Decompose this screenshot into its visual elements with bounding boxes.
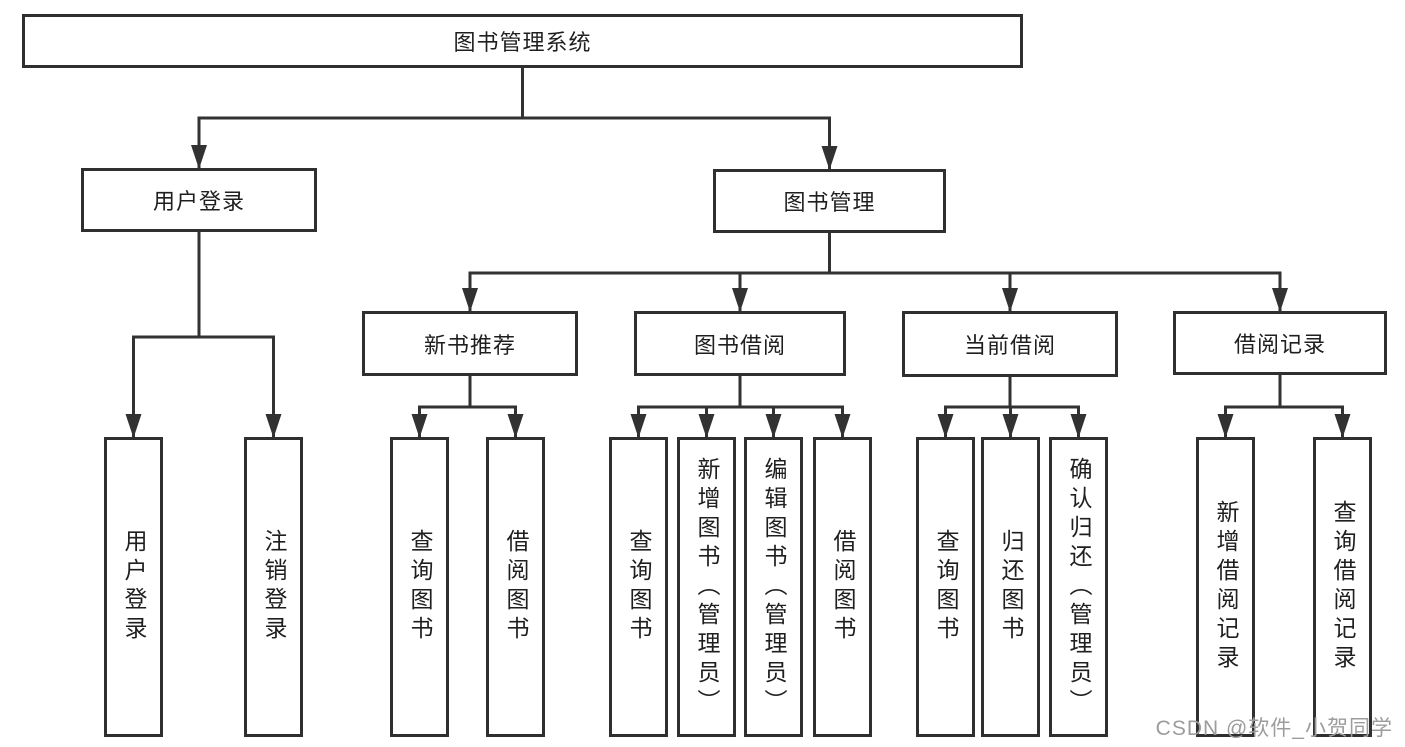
leaf-query-books-recommend: 查询图书 <box>390 437 449 737</box>
leaf-query-books-recommend-label: 查询图书 <box>407 529 433 645</box>
leaf-edit-book-admin-label: 编辑图书（管理员） <box>761 456 787 718</box>
node-new-book-recommend: 新书推荐 <box>362 311 578 376</box>
leaf-query-borrow-record: 查询借阅记录 <box>1313 437 1372 737</box>
branch-root <box>191 68 838 170</box>
node-book-borrow: 图书借阅 <box>634 311 846 376</box>
branch-current-borrow <box>937 377 1087 438</box>
leaf-borrow-books-label: 借阅图书 <box>830 529 856 645</box>
leaf-add-borrow-record: 新增借阅记录 <box>1196 437 1255 737</box>
node-borrow-records: 借阅记录 <box>1173 311 1387 375</box>
leaf-return-book: 归还图书 <box>981 437 1040 737</box>
leaf-confirm-return-admin-label: 确认归还（管理员） <box>1066 456 1092 718</box>
node-book-management: 图书管理 <box>713 169 946 233</box>
leaf-query-books-current-label: 查询图书 <box>933 529 959 645</box>
node-root: 图书管理系统 <box>22 14 1023 68</box>
leaf-query-books-borrow: 查询图书 <box>609 437 668 737</box>
leaf-confirm-return-admin: 确认归还（管理员） <box>1049 437 1108 737</box>
leaf-add-book-admin-label: 新增图书（管理员） <box>694 456 720 718</box>
leaf-add-borrow-record-label: 新增借阅记录 <box>1213 500 1239 674</box>
leaf-query-books-borrow-label: 查询图书 <box>626 529 652 645</box>
branch-borrow-records <box>1217 375 1351 438</box>
leaf-borrow-books: 借阅图书 <box>813 437 872 737</box>
node-user-login: 用户登录 <box>81 168 317 232</box>
leaf-borrow-books-recommend: 借阅图书 <box>486 437 545 737</box>
leaf-query-books-current: 查询图书 <box>916 437 975 737</box>
branch-new-book-recommend <box>411 376 524 438</box>
node-current-borrow: 当前借阅 <box>902 311 1118 377</box>
branch-book-management <box>462 233 1288 312</box>
leaf-borrow-books-recommend-label: 借阅图书 <box>503 529 529 645</box>
leaf-return-book-label: 归还图书 <box>998 529 1024 645</box>
leaf-logout-label: 注销登录 <box>261 529 287 645</box>
leaf-edit-book-admin: 编辑图书（管理员） <box>744 437 803 737</box>
branch-user-login <box>125 232 282 438</box>
branch-book-borrow <box>630 376 851 438</box>
leaf-user-login-label: 用户登录 <box>121 529 147 645</box>
csdn-watermark: CSDN @软件_小贺同学 <box>1155 717 1393 740</box>
leaf-logout: 注销登录 <box>244 437 303 737</box>
leaf-add-book-admin: 新增图书（管理员） <box>677 437 736 737</box>
leaf-query-borrow-record-label: 查询借阅记录 <box>1330 500 1356 674</box>
leaf-user-login: 用户登录 <box>104 437 163 737</box>
